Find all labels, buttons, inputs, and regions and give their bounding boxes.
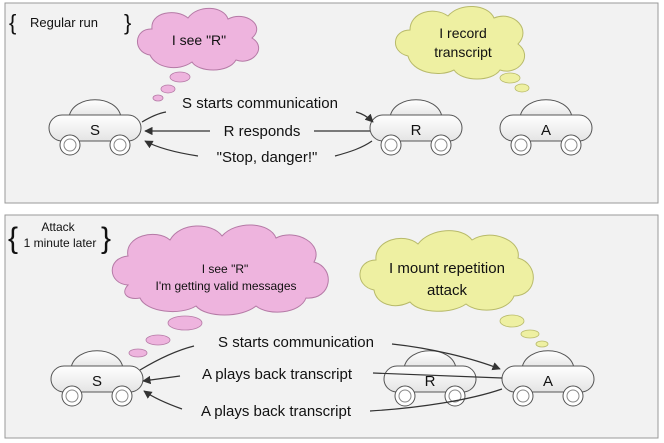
car-body — [48, 114, 142, 142]
arrow-r-to-s: R responds — [144, 123, 370, 140]
thought-bubble — [145, 334, 171, 346]
thought-bubble — [160, 84, 176, 94]
car-body — [383, 365, 477, 393]
car-wheel-hub — [514, 138, 528, 152]
thought-text-line: I'm getting valid messages — [155, 279, 296, 293]
car-wheel-hub — [63, 138, 77, 152]
arrow-label: A plays back transcript — [201, 403, 352, 420]
thought-text-line: I record — [439, 25, 486, 41]
car-label: S — [92, 373, 102, 390]
thought-bubble — [514, 83, 530, 93]
car-wheel-hub — [448, 389, 462, 403]
thought-bubble — [152, 94, 164, 102]
car-r: R — [369, 99, 463, 156]
arrow-label: S starts communication — [182, 95, 338, 112]
arrow-r-to-s-danger: "Stop, danger!" — [144, 140, 373, 166]
arrow-a-to-s-upper: A plays back transcript — [142, 366, 503, 385]
thought-text-line: I see "R" — [202, 262, 249, 276]
panel-label-line: 1 minute later — [24, 236, 97, 250]
cloud-shape — [359, 230, 534, 312]
arrow-label: R responds — [224, 123, 301, 140]
car-wheel-hub — [564, 138, 578, 152]
thought-bubble — [535, 340, 549, 348]
car-label: A — [543, 373, 553, 390]
car-wheel-hub — [384, 138, 398, 152]
car-s: S — [48, 99, 142, 156]
car-wheel-hub — [516, 389, 530, 403]
arrow-a-to-s-lower: A plays back transcript — [143, 388, 503, 420]
thought-bubble — [169, 71, 191, 83]
cloud-shape — [111, 224, 329, 316]
arrow-line — [144, 140, 199, 157]
car-label: S — [90, 122, 100, 139]
thought-bubble — [520, 329, 540, 339]
arrow-line — [142, 375, 181, 385]
thought-text-line: transcript — [434, 44, 492, 60]
thought-bubble — [499, 314, 525, 328]
car-r: R — [383, 350, 477, 407]
thought-cloud-s: I see "R" I'm getting valid messages — [111, 224, 329, 358]
panel-attack: { Attack 1 minute later } I see "R" I'm … — [4, 214, 659, 439]
arrow-line — [141, 111, 373, 122]
arrow-label: "Stop, danger!" — [217, 149, 318, 166]
car-body — [501, 365, 595, 393]
thought-bubble — [128, 348, 148, 358]
arrow-line — [369, 388, 503, 412]
thought-cloud-a: I record transcript — [395, 6, 530, 93]
thought-text-line: I mount repetition — [389, 260, 505, 277]
panel-label: { Regular run } — [9, 10, 131, 35]
car-wheel-hub — [434, 138, 448, 152]
car-wheel-hub — [398, 389, 412, 403]
thought-cloud-s: I see "R" — [137, 7, 259, 102]
brace-right: } — [101, 222, 111, 255]
thought-text-line: attack — [427, 282, 468, 299]
brace-left: { — [8, 222, 18, 255]
cloud-shape — [137, 7, 259, 71]
panel-label: { Attack 1 minute later } — [8, 220, 111, 255]
car-label: A — [541, 122, 551, 139]
car-label: R — [425, 373, 436, 390]
cloud-shape — [395, 6, 525, 80]
arrow-line — [139, 345, 195, 371]
car-wheel-hub — [65, 389, 79, 403]
car-body — [499, 114, 593, 142]
car-s: S — [50, 350, 144, 407]
car-a: A — [499, 99, 593, 156]
arrow-line — [143, 390, 183, 410]
car-label: R — [411, 122, 422, 139]
panel-label-line: Regular run — [30, 15, 98, 30]
car-wheel-hub — [566, 389, 580, 403]
brace-left: { — [9, 10, 16, 35]
thought-cloud-a: I mount repetition attack — [359, 230, 549, 348]
arrow-s-to-a: S starts communication — [139, 334, 501, 371]
car-wheel-hub — [115, 389, 129, 403]
arrow-line — [334, 140, 373, 157]
panel-label-line: Attack — [41, 220, 75, 234]
car-wheel-hub — [113, 138, 127, 152]
brace-right: } — [124, 10, 131, 35]
arrow-line — [391, 343, 501, 371]
car-a: A — [501, 350, 595, 407]
thought-bubble — [499, 72, 521, 84]
thought-text-line: I see "R" — [172, 32, 226, 48]
arrow-label: S starts communication — [218, 334, 374, 351]
thought-bubble — [167, 315, 203, 331]
arrow-label: A plays back transcript — [202, 366, 353, 383]
arrow-line — [372, 372, 503, 379]
panel-regular-run: { Regular run } I see "R" I record trans… — [4, 2, 659, 204]
arrow-s-to-r: S starts communication — [141, 95, 373, 122]
